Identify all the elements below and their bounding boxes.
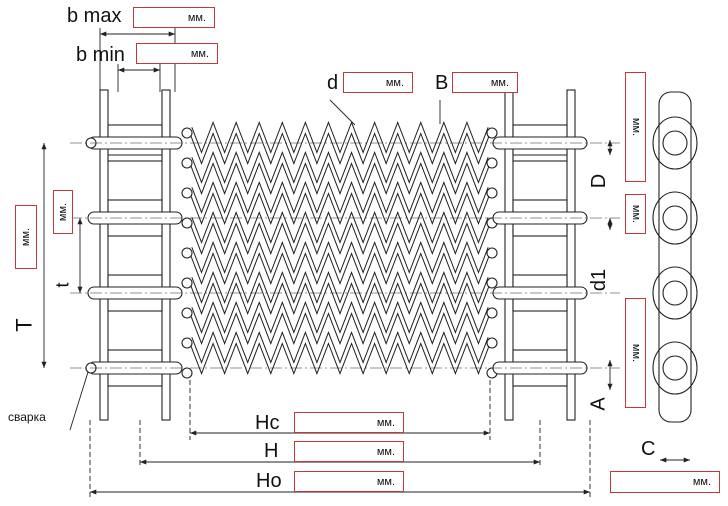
label-Ho: Ho: [256, 470, 282, 492]
chain-side-view: [652, 91, 698, 423]
rod-end-left: [181, 247, 193, 259]
dimension-lines: [41, 28, 690, 498]
T-field[interactable]: мм.: [15, 205, 37, 269]
t-field[interactable]: мм.: [53, 190, 73, 234]
chain-plate: [99, 89, 109, 421]
t-unit: мм.: [57, 202, 69, 222]
mesh-spiral-inner: [188, 303, 492, 343]
rod-end-left: [181, 307, 193, 319]
side-link-pin: [662, 130, 688, 156]
side-link-pin: [662, 205, 688, 231]
rod-end-right: [486, 307, 498, 319]
b-max-field[interactable]: мм.: [133, 7, 215, 28]
rod-end-left: [181, 217, 193, 229]
rod-end-right: [486, 247, 498, 259]
d-unit: мм.: [385, 76, 404, 89]
A-unit: мм.: [629, 343, 642, 363]
label-weld: сварка: [8, 410, 46, 424]
rod-end-right: [486, 187, 498, 199]
D-unit: мм.: [629, 117, 642, 137]
label-b-max: b max: [67, 5, 122, 27]
b-max-unit: мм.: [187, 11, 206, 24]
B-unit: мм.: [490, 76, 509, 89]
rod-end-left: [181, 277, 193, 289]
rod-end-right: [486, 337, 498, 349]
Hc-unit: мм.: [376, 416, 395, 429]
label-Hc: Hc: [255, 412, 280, 434]
label-A: A: [587, 397, 610, 411]
d1-unit: мм.: [629, 204, 642, 224]
side-link-pin: [662, 355, 688, 381]
b-min-unit: мм.: [190, 47, 209, 60]
side-chains: [85, 89, 588, 421]
T-unit: мм.: [20, 227, 32, 247]
d1-field[interactable]: мм.: [625, 194, 646, 234]
Hc-field[interactable]: мм.: [294, 412, 404, 433]
chain-plate: [161, 89, 171, 421]
mesh-spiral-inner: [188, 273, 492, 313]
leader-d: [329, 99, 356, 126]
label-B: B: [435, 72, 449, 94]
b-min-field[interactable]: мм.: [136, 43, 218, 64]
A-field[interactable]: мм.: [625, 298, 646, 408]
side-chain-outline: [658, 91, 692, 423]
C-field[interactable]: мм.: [610, 471, 720, 493]
rod-end-left: [181, 367, 193, 379]
rod-end-left: [181, 337, 193, 349]
mesh-spiral-inner: [188, 213, 492, 253]
B-field[interactable]: мм.: [452, 72, 518, 93]
Ho-unit: мм.: [376, 475, 395, 488]
rod-end-left: [181, 127, 193, 139]
label-d: d: [327, 72, 339, 94]
label-b-min: b min: [76, 44, 125, 66]
H-unit: мм.: [376, 445, 395, 458]
rod-end-right: [486, 157, 498, 169]
label-t: t: [52, 282, 73, 288]
d-field[interactable]: мм.: [343, 72, 413, 93]
Ho-field[interactable]: мм.: [294, 471, 404, 492]
D-field[interactable]: мм.: [625, 72, 646, 182]
rod-end-left: [181, 187, 193, 199]
chain-plate: [566, 89, 576, 421]
side-link-pin: [662, 280, 688, 306]
rod-end-right: [486, 127, 498, 139]
H-field[interactable]: мм.: [294, 441, 404, 462]
rod-end-right: [486, 277, 498, 289]
wire-mesh: [181, 121, 498, 379]
label-H: H: [264, 440, 279, 462]
rod-end-left: [181, 157, 193, 169]
label-D: D: [588, 173, 611, 189]
mesh-spiral-inner: [188, 243, 492, 283]
label-C: C: [641, 438, 656, 460]
mesh-spiral-inner: [188, 123, 492, 163]
label-d1: d1: [588, 268, 611, 292]
mesh-spiral-inner: [188, 153, 492, 193]
label-T: T: [11, 318, 37, 332]
weld-leader: [69, 371, 89, 431]
C-unit: мм.: [692, 476, 711, 488]
